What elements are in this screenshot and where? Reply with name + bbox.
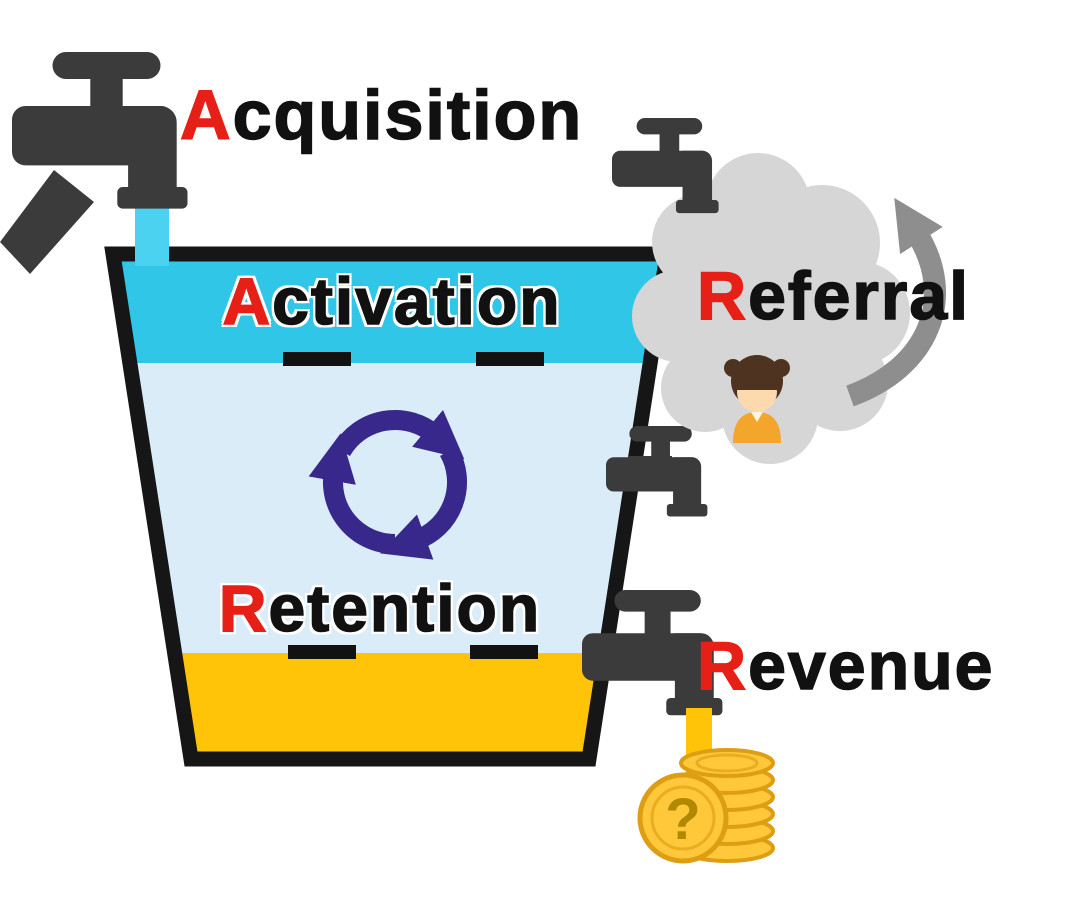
activation-label: Activation (222, 267, 561, 335)
activation-initial: A (222, 264, 273, 338)
retention-label: Retention (218, 574, 541, 642)
faucet-icon-churn (606, 426, 708, 517)
referral-rest: eferral (747, 258, 971, 334)
revenue-rest: evenue (747, 628, 995, 704)
faucet-icon-revenue (582, 590, 723, 716)
retention-cycle-icon (308, 409, 468, 560)
question-mark: ? (665, 787, 700, 852)
revenue-initial: R (696, 628, 749, 704)
referral-cloud-icon (632, 153, 910, 464)
user-avatar-icon (724, 355, 790, 443)
retention-rest: etention (268, 571, 542, 645)
retention-initial: R (218, 571, 269, 645)
acquisition-label: Acquisition (179, 79, 583, 151)
referral-initial: R (696, 258, 749, 334)
activation-rest: ctivation (271, 264, 562, 338)
bucket-outline (104, 246, 676, 767)
acquisition-rest: cquisition (232, 76, 584, 154)
revenue-label: Revenue (696, 631, 994, 701)
referral-label: Referral (696, 261, 970, 331)
activation-water-layer (113, 254, 667, 363)
faucet-icon-acquisition (0, 52, 188, 274)
revenue-water-layer (113, 653, 667, 759)
acquisition-initial: A (179, 76, 233, 154)
faucet-icon-referral (612, 118, 719, 214)
question-coin-icon: ? (637, 772, 729, 864)
referral-loop-arrow-icon (846, 197, 946, 407)
